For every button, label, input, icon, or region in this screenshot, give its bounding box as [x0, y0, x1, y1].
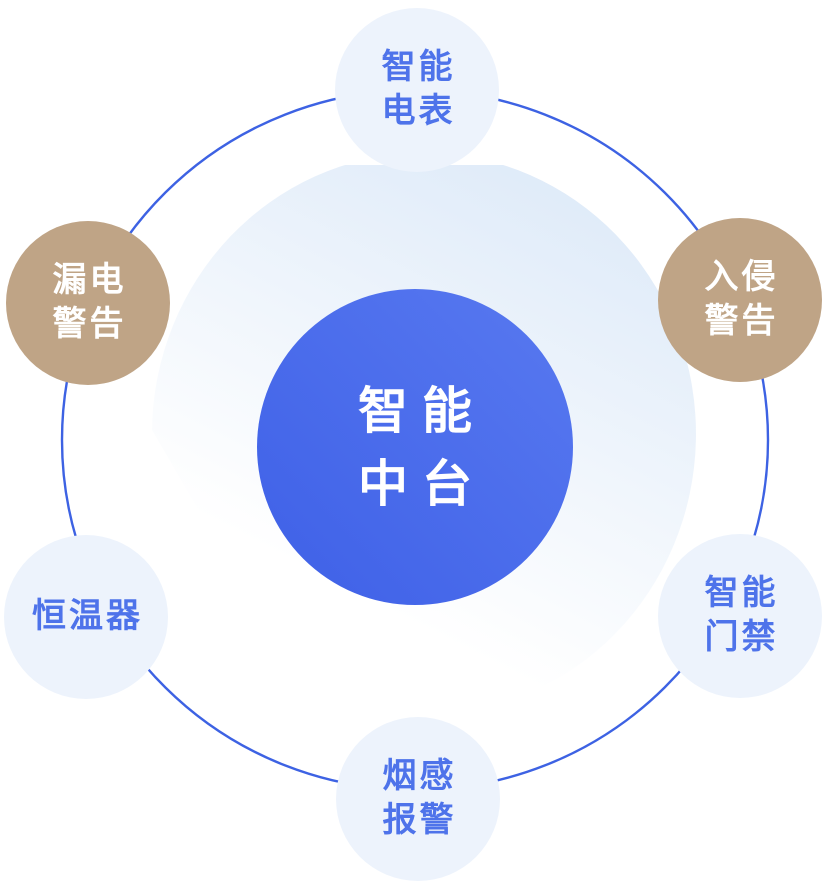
- center-node-smart-middle-platform: 智能 中台: [257, 289, 573, 605]
- satellite-label-line: 智能: [704, 573, 779, 614]
- satellite-label-line: 报警: [382, 800, 457, 840]
- satellite-label-line: 恒温器: [32, 596, 143, 637]
- satellite-node-smart-door-access: 智能 门禁: [658, 534, 822, 698]
- satellite-label-line: 智能: [381, 47, 456, 88]
- satellite-label-line: 漏电: [52, 260, 127, 301]
- satellite-label-line: 警告: [52, 304, 127, 344]
- satellite-label-line: 烟感: [382, 756, 457, 797]
- satellite-node-smart-meter: 智能 电表: [335, 8, 499, 172]
- satellite-label-line: 警告: [704, 301, 779, 341]
- satellite-node-smoke-alarm: 烟感 报警: [336, 717, 500, 881]
- satellite-label-line: 电表: [381, 91, 456, 131]
- satellite-node-leakage-warning: 漏电 警告: [6, 221, 170, 385]
- satellite-node-intrusion-warning: 入侵 警告: [658, 218, 822, 382]
- satellite-label-line: 入侵: [704, 257, 779, 298]
- center-node-label-line-1: 智能: [358, 381, 486, 440]
- satellite-label-line: 门禁: [704, 617, 779, 657]
- center-node-label-line-2: 中台: [358, 454, 486, 513]
- satellite-node-thermostat: 恒温器: [4, 535, 168, 699]
